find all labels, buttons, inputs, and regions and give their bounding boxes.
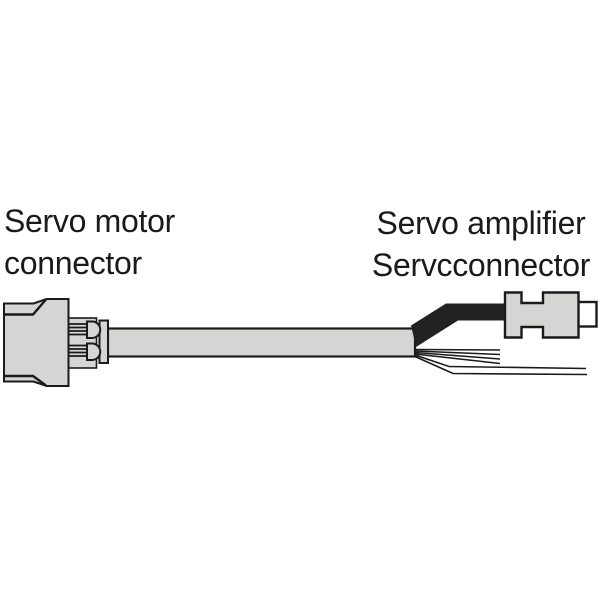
pin-cap-bottom (86, 342, 102, 361)
amplifier-connector-label: Servo amplifier Servcconnector (361, 202, 600, 286)
pin-cap-top (86, 320, 102, 339)
cable-clamp (98, 319, 109, 364)
servo-motor-connector-body (3, 298, 70, 387)
connector-bevel-line-top (4, 298, 47, 316)
cable (106, 327, 417, 358)
motor-connector-label: Servo motor connector (4, 200, 175, 284)
amplifier-connector-label-line1: Servo amplifier (376, 205, 586, 241)
connector-bevel-line-bottom (4, 374, 47, 387)
servo-amplifier-connector-body (503, 291, 580, 339)
motor-connector-label-line1: Servo motor (4, 203, 175, 239)
motor-connector-label-line2: connector (4, 245, 142, 281)
power-wire (411, 303, 505, 347)
connector-pins (68, 323, 89, 357)
amplifier-connector-label-line2: Servcconnector (371, 247, 591, 283)
signal-wires (414, 348, 588, 376)
